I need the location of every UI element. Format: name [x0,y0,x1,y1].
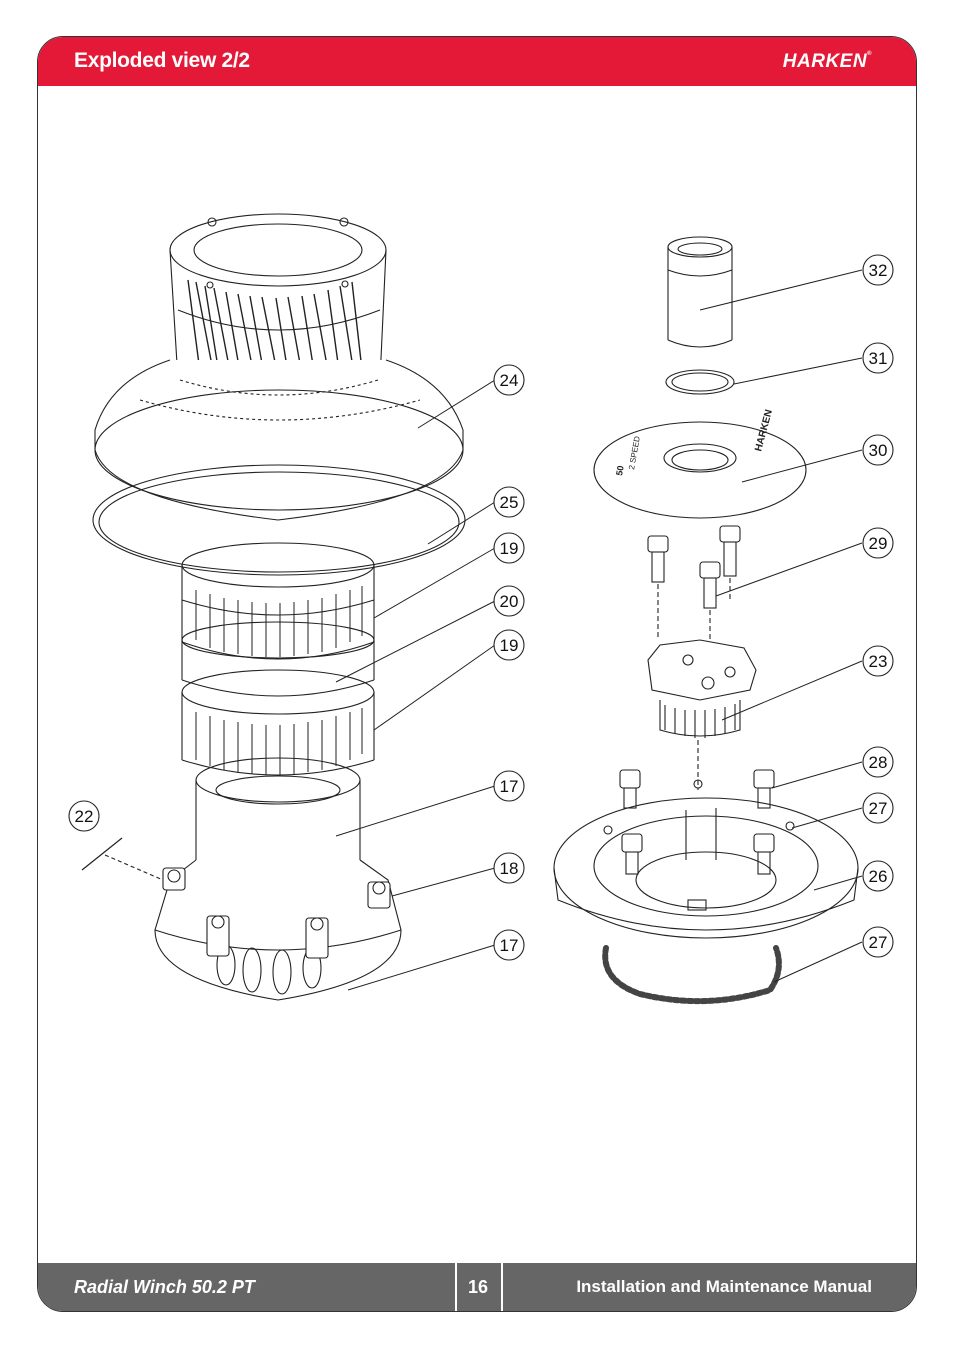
washer-31 [665,369,735,395]
top-assembly: HARKEN 2 SPEED 50 [553,236,859,1005]
svg-text:32: 32 [869,261,888,280]
product-name: Radial Winch 50.2 PT [74,1277,255,1297]
footer-divider [455,1263,457,1311]
svg-text:19: 19 [500,539,519,558]
svg-text:31: 31 [869,349,888,368]
sleeve-32 [667,236,733,348]
svg-text:24: 24 [500,371,519,390]
svg-text:23: 23 [869,652,888,671]
pin-22-axis [104,854,164,881]
roller-bearing-lower [181,669,375,776]
gear-23 [647,639,757,738]
footer-divider [501,1263,503,1311]
drum-bowl [94,359,464,521]
ball-bearing-chain-27 [602,821,795,1005]
callout-23: 23 [862,645,894,677]
page-title: Exploded view 2/2 [74,49,250,72]
page-number: 16 [467,1277,489,1297]
callout-26: 26 [862,860,894,892]
callout-19-lower: 19 [493,629,525,661]
callout-18: 18 [493,852,525,884]
callout-24: 24 [493,364,525,396]
callout-27-lower: 27 [862,926,894,958]
top-plate-size-text: 50 [614,465,626,477]
base-bolts [162,867,391,959]
callout-labels: 32 31 30 29 23 28 27 26 27 24 25 19 20 1… [68,254,894,961]
svg-text:28: 28 [869,753,888,772]
callout-22: 22 [68,800,100,832]
retaining-ring-25-inner [98,471,460,573]
roller-bearing-upper [181,542,375,660]
callout-20: 20 [493,585,525,617]
svg-text:22: 22 [75,807,94,826]
svg-text:27: 27 [869,799,888,818]
svg-text:18: 18 [500,859,519,878]
top-screws-29 [647,525,741,640]
brand-logo: HARKEN® [782,51,872,72]
svg-text:26: 26 [869,867,888,886]
callout-31: 31 [862,342,894,374]
svg-text:30: 30 [869,441,888,460]
callout-30: 30 [862,434,894,466]
svg-text:17: 17 [500,936,519,955]
winch-base [154,859,402,1001]
svg-text:25: 25 [500,493,519,512]
callout-17-lower: 17 [493,929,525,961]
callout-27-upper: 27 [862,792,894,824]
callout-32: 32 [862,254,894,286]
callout-29: 29 [862,527,894,559]
callout-25: 25 [493,486,525,518]
retaining-ring-25 [92,464,466,576]
callout-17-upper: 17 [493,770,525,802]
drum-top [169,213,387,388]
axis-marker [693,779,703,789]
base-ring-26 [553,797,859,939]
svg-text:20: 20 [500,592,519,611]
manual-title: Installation and Maintenance Manual [576,1277,872,1296]
pin-22 [81,837,123,871]
callout-19-upper: 19 [493,532,525,564]
page-frame: Exploded view 2/2 HARKEN® Radial Winch 5… [37,36,917,1312]
svg-text:19: 19 [500,636,519,655]
top-plate-30: HARKEN 2 SPEED 50 [593,408,807,519]
drum-assembly [81,213,466,1001]
spacer-ring [181,621,375,697]
svg-text:29: 29 [869,534,888,553]
page-header: Exploded view 2/2 HARKEN® [38,37,916,86]
leader-lines [335,269,863,991]
svg-text:27: 27 [869,933,888,952]
washer-31-inner [671,372,729,392]
svg-text:17: 17 [500,777,519,796]
ring-bolts-28 [619,769,775,875]
page-footer: Radial Winch 50.2 PT 16 Installation and… [38,1263,916,1311]
callout-28: 28 [862,746,894,778]
